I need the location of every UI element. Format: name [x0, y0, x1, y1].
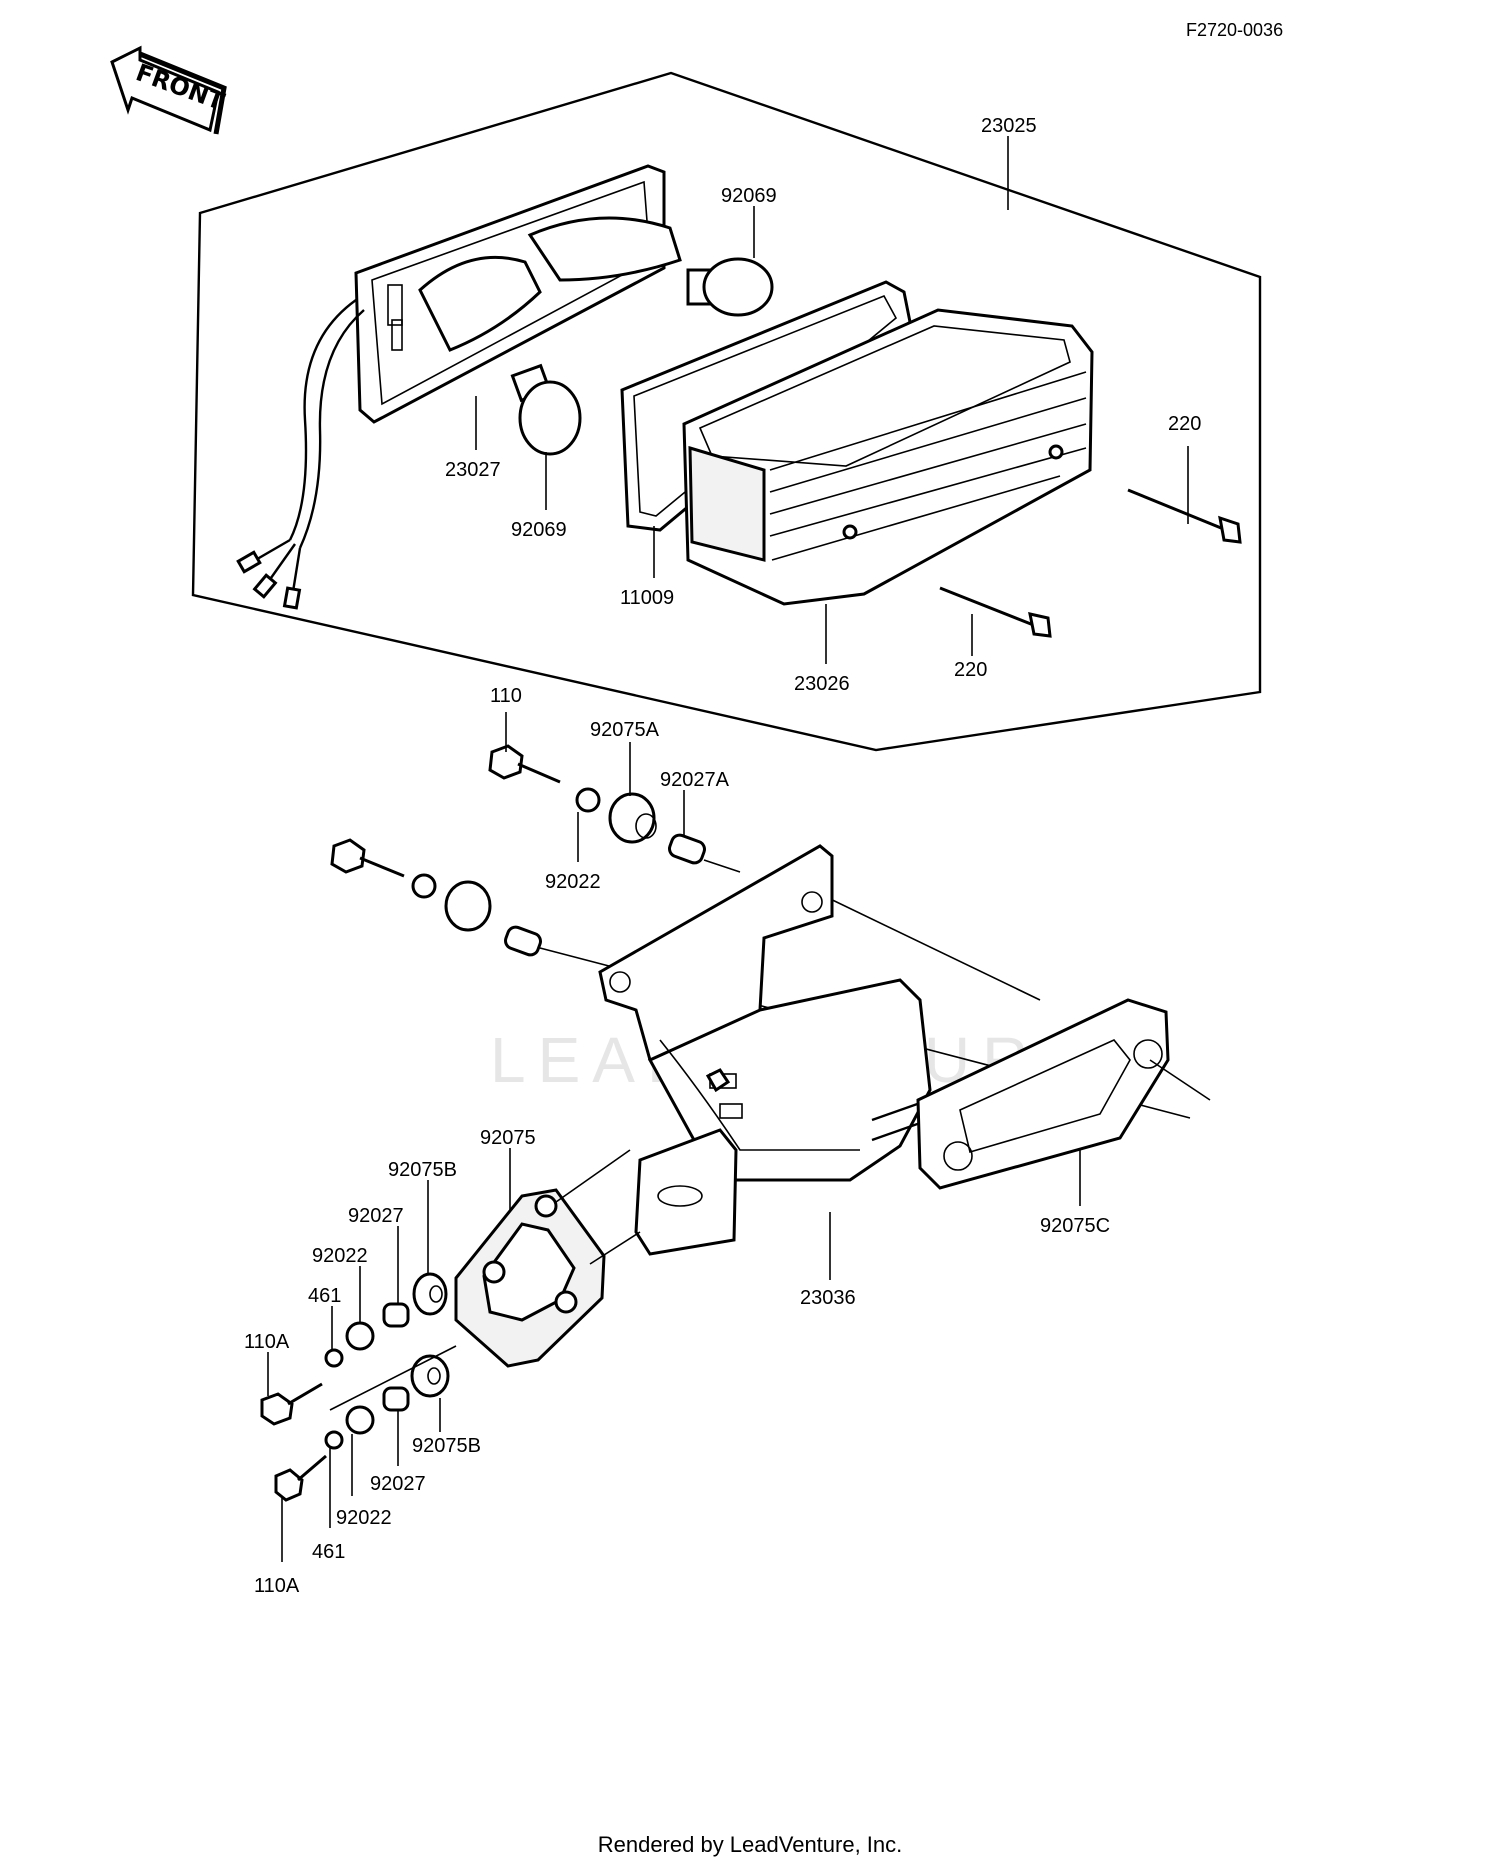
callout-110: 110: [490, 685, 522, 707]
callout-92027-top: 92027: [348, 1205, 404, 1227]
callout-92075B-bottom: 92075B: [412, 1435, 481, 1457]
callout-220-top: 220: [1168, 413, 1201, 435]
bracket-23036: [598, 844, 941, 1256]
callout-110A-top: 110A: [244, 1331, 290, 1353]
washer-461-bottom: [324, 1430, 344, 1450]
washer-92022-top: [575, 787, 601, 813]
callout-220-bottom: 220: [954, 659, 987, 681]
callout-92022-top: 92022: [545, 871, 601, 893]
callout-92022-mid: 92022: [312, 1245, 368, 1267]
callout-92075: 92075: [480, 1127, 536, 1149]
callout-23027: 23027: [445, 459, 501, 481]
cushion-92075A: [608, 792, 657, 844]
screw-220-bottom: [939, 586, 1052, 638]
cushion-left: [444, 880, 492, 932]
washer-461-top: [324, 1348, 344, 1368]
collar-92027-top: [382, 1302, 410, 1328]
callout-92027A: 92027A: [660, 769, 730, 791]
bulb-92069-bottom: [510, 363, 582, 456]
bolt-110A-bottom: [274, 1454, 327, 1502]
callout-11009: 11009: [620, 587, 674, 609]
callout-23026: 23026: [794, 673, 850, 695]
collar-92027A: [668, 833, 706, 865]
bolt-110A-top: [260, 1382, 323, 1426]
washer-left: [411, 873, 437, 899]
collar-92027-bottom: [382, 1386, 410, 1412]
callout-461-bottom: 461: [312, 1541, 345, 1563]
cushion-92075B-bottom: [410, 1354, 450, 1398]
callout-92069-bottom: 92069: [511, 519, 567, 541]
collar-left: [504, 925, 542, 957]
cushion-92075C: [916, 998, 1211, 1190]
callout-23036: 23036: [800, 1287, 856, 1309]
callout-92069-top: 92069: [721, 185, 777, 207]
callout-92075A: 92075A: [590, 719, 660, 741]
bolt-110: [488, 744, 561, 784]
assembly-outline-23025: [191, 71, 1262, 752]
leader-lines: [267, 136, 1189, 1562]
footer-credit: Rendered by LeadVenture, Inc.: [597, 1832, 903, 1857]
callout-23025: 23025: [981, 115, 1037, 137]
bulb-92069-top: [686, 257, 774, 317]
diagram-code: F2720-0036: [1186, 20, 1283, 40]
bolt-left: [330, 838, 405, 878]
lens-23026: [682, 308, 1094, 606]
front-arrow-icon: FRONT: [110, 45, 229, 135]
screw-220-top: [1127, 488, 1242, 544]
callout-92075C: 92075C: [1040, 1215, 1110, 1237]
washer-92022-mid: [345, 1321, 375, 1351]
cushion-92075B-top: [412, 1272, 448, 1316]
lamp-housing-23027: [236, 164, 682, 610]
callout-110A-bottom: 110A: [254, 1575, 300, 1597]
callout-92075B-top: 92075B: [388, 1159, 457, 1181]
plate-92075: [454, 1149, 641, 1368]
washer-92022-bottom: [345, 1405, 375, 1435]
callout-92027-bottom: 92027: [370, 1473, 426, 1495]
callout-461-top: 461: [308, 1285, 341, 1307]
callout-92022-bottom: 92022: [336, 1507, 392, 1529]
